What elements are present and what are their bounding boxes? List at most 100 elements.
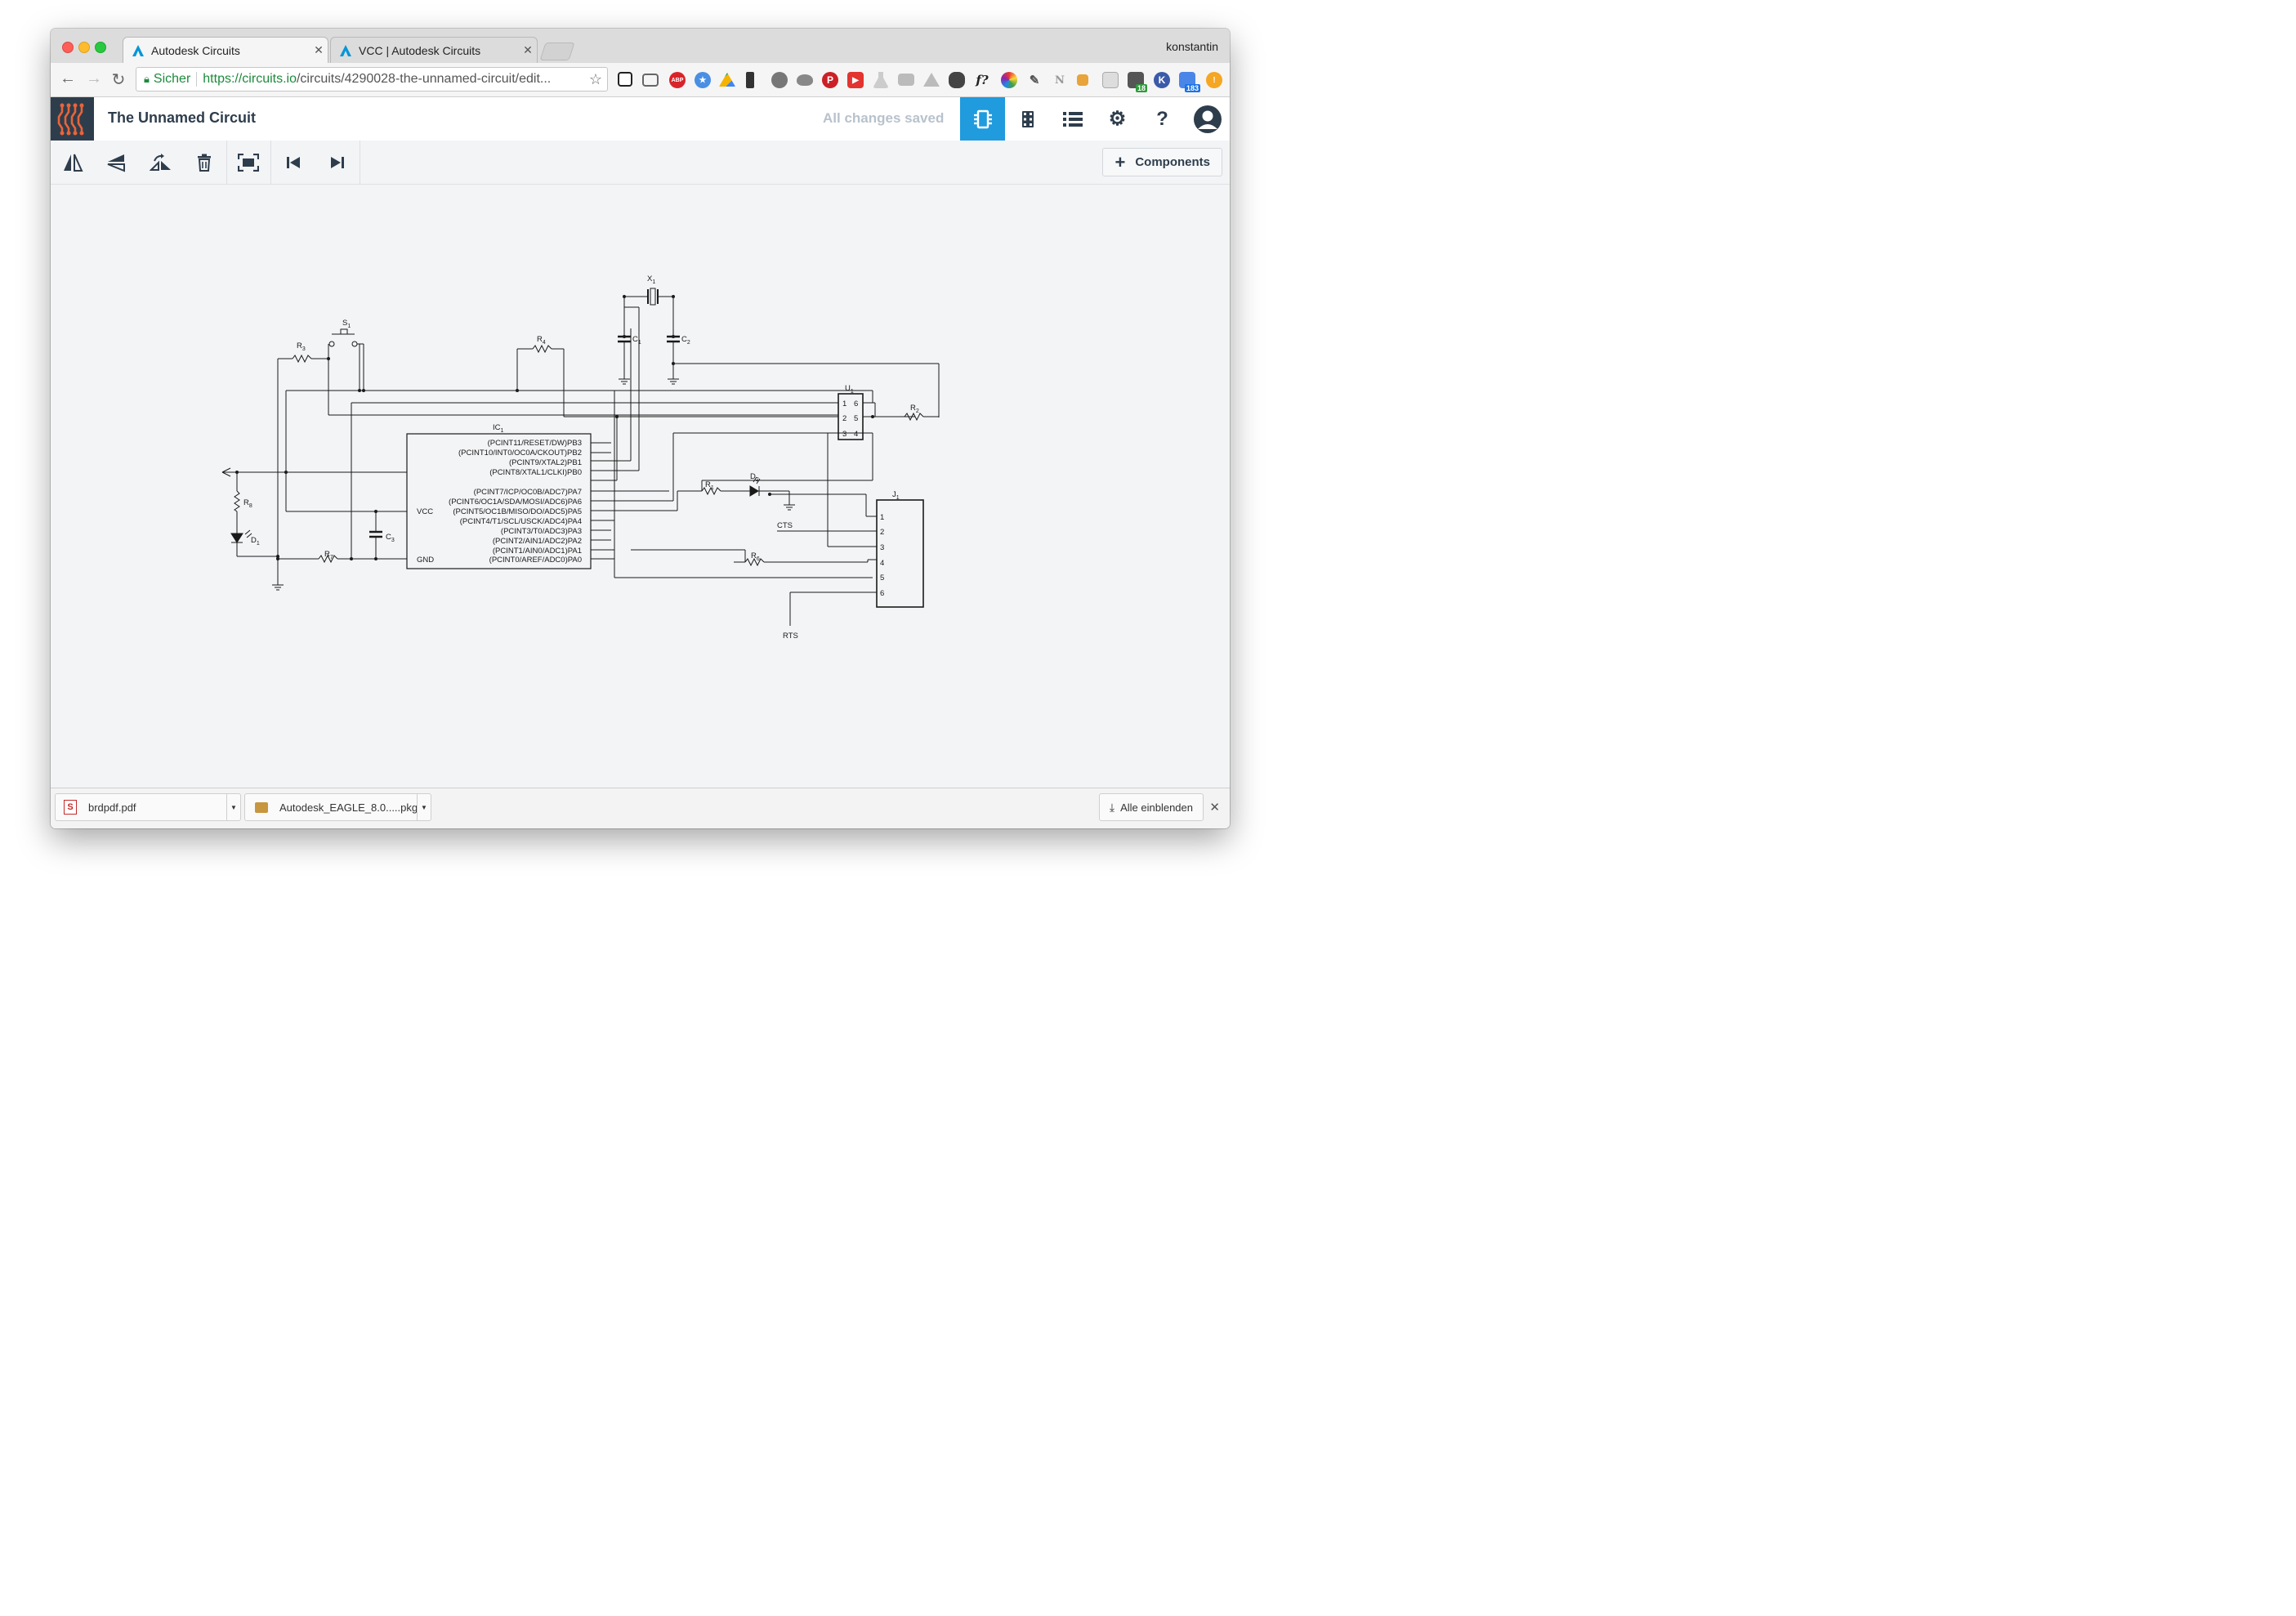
qr-code-extension-icon[interactable] — [618, 72, 632, 87]
warning-extension-icon[interactable]: ! — [1206, 72, 1222, 88]
download-item[interactable]: S brdpdf.pdf ▼ — [55, 793, 241, 821]
resistor-r8[interactable] — [234, 490, 240, 512]
settings-button[interactable]: ⚙ — [1095, 97, 1140, 141]
mail-extension-icon[interactable]: 18 — [1128, 72, 1147, 92]
download-menu-caret-icon[interactable]: ▼ — [417, 794, 431, 820]
fit-to-screen-button[interactable] — [227, 141, 270, 184]
adblock-extension-icon[interactable]: ABP — [669, 72, 686, 88]
color-wheel-extension-icon[interactable] — [1001, 72, 1017, 88]
resistor-r2[interactable] — [904, 412, 924, 422]
new-tab-button[interactable] — [539, 42, 575, 60]
u1-label: U1 — [845, 384, 854, 395]
browser-toolbar: ← → ↻ 🔒︎ Sicher https://circuits.io/circ… — [51, 63, 1230, 97]
resistor-r6[interactable] — [744, 557, 765, 567]
crystal-x1[interactable] — [650, 288, 656, 306]
schematic-canvas[interactable]: (PCINT11/RESET/DW)PB3 (PCINT10/INT0/OC0A… — [51, 185, 1230, 788]
pinterest-extension-icon[interactable]: P — [822, 72, 838, 88]
phone-extension-icon[interactable] — [746, 72, 754, 88]
flask-extension-icon[interactable] — [873, 72, 889, 88]
d1-label: D1 — [251, 536, 260, 547]
image-extension-icon[interactable] — [898, 74, 914, 86]
eyedropper-extension-icon[interactable]: ✎ — [1029, 74, 1040, 87]
download-menu-caret-icon[interactable]: ▼ — [226, 794, 240, 820]
bookmark-extension-icon[interactable] — [1102, 72, 1119, 88]
schematic-view-button[interactable] — [960, 97, 1005, 141]
drive-gray-extension-icon[interactable] — [923, 73, 940, 87]
components-label: Components — [1135, 155, 1210, 169]
close-tab-icon[interactable]: ✕ — [314, 43, 324, 56]
r1-label: R1 — [705, 480, 714, 491]
function-extension-icon[interactable]: f? — [976, 73, 989, 87]
rts-label: RTS — [783, 632, 798, 641]
address-bar[interactable]: 🔒︎ Sicher https://circuits.io/circuits/4… — [136, 67, 608, 92]
media-extension-icon[interactable]: ▶ — [847, 72, 864, 88]
star-extension-icon[interactable]: ★ — [695, 72, 711, 88]
download-icon: ⤓ — [1109, 800, 1115, 814]
profile-name[interactable]: konstantin — [1166, 40, 1218, 53]
notion-extension-icon[interactable]: N — [1055, 74, 1065, 87]
bookmark-star-icon[interactable]: ☆ — [588, 70, 602, 87]
u1-pin-2: 2 — [842, 414, 846, 423]
minimize-window-button[interactable] — [78, 42, 90, 53]
rotate-button[interactable] — [140, 141, 182, 184]
circuits-logo-icon — [57, 103, 84, 136]
j1-label: J1 — [892, 490, 900, 501]
tab-vcc[interactable]: VCC | Autodesk Circuits ✕ — [330, 37, 538, 63]
u1-pin-6: 6 — [854, 400, 858, 408]
ground-symbol — [272, 584, 284, 591]
cast-extension-icon[interactable] — [642, 74, 659, 87]
evernote-extension-icon[interactable] — [949, 72, 965, 88]
led-d2[interactable] — [749, 485, 759, 497]
close-download-bar-icon[interactable]: ✕ — [1209, 801, 1220, 815]
browser-window: Autodesk Circuits ✕ VCC | Autodesk Circu… — [51, 29, 1230, 828]
component-list-button[interactable] — [1050, 97, 1095, 141]
ic1-pin-pb2: (PCINT10/INT0/OC0A/CKOUT)PB2 — [458, 449, 582, 458]
circuit-title[interactable]: The Unnamed Circuit — [108, 109, 257, 126]
resistor-r4[interactable] — [532, 344, 552, 354]
components-button[interactable]: + Components — [1102, 148, 1222, 176]
flip-horizontal-button[interactable] — [51, 141, 94, 184]
delete-button[interactable] — [183, 141, 226, 184]
resistor-r3[interactable] — [292, 354, 312, 364]
resistor-r1[interactable] — [701, 486, 721, 496]
pcb-chip-icon — [1021, 110, 1034, 127]
k-extension-icon[interactable]: K — [1154, 72, 1170, 88]
schematic-drawing[interactable]: (PCINT11/RESET/DW)PB3 (PCINT10/INT0/OC0A… — [51, 185, 1230, 788]
r2-label: R2 — [910, 404, 919, 414]
cts-label: CTS — [777, 521, 793, 530]
drive-extension-icon[interactable] — [719, 73, 735, 87]
close-tab-icon[interactable]: ✕ — [523, 43, 533, 56]
ic1-pin-pa6: (PCINT6/OC1A/SDA/MOSI/ADC6)PA6 — [449, 498, 582, 507]
flip-vertical-button[interactable] — [96, 141, 138, 184]
back-arrow-icon[interactable]: ← — [60, 69, 76, 87]
undo-button[interactable] — [272, 141, 315, 184]
resistor-r7[interactable] — [318, 554, 338, 564]
ic1-label: IC1 — [493, 423, 504, 434]
url-path: /circuits/4290028-the-unnamed-circuit/ed… — [296, 72, 552, 86]
ic1-pin-pa5: (PCINT5/OC1B/MISO/DO/ADC5)PA5 — [453, 507, 582, 516]
c2-label: C2 — [681, 335, 690, 346]
reload-icon[interactable]: ↻ — [111, 71, 126, 89]
circuits-logo[interactable] — [51, 97, 94, 141]
pcb-view-button[interactable] — [1005, 97, 1050, 141]
led-d1[interactable] — [230, 533, 243, 543]
redo-button[interactable] — [316, 141, 359, 184]
calendar-extension-icon[interactable]: 183 — [1179, 72, 1200, 92]
help-button[interactable]: ? — [1140, 97, 1185, 141]
ruler-extension-icon[interactable] — [1077, 74, 1088, 86]
film-extension-icon[interactable] — [771, 72, 788, 88]
tab-autodesk-circuits[interactable]: Autodesk Circuits ✕ — [123, 37, 328, 63]
j1-pin-1: 1 — [880, 513, 884, 522]
cloud-extension-icon[interactable] — [797, 74, 813, 86]
download-item[interactable]: Autodesk_EAGLE_8.0.....pkg ▼ — [244, 793, 431, 821]
connector-j1[interactable] — [876, 499, 924, 608]
avatar-icon — [1193, 105, 1222, 133]
app-header: The Unnamed Circuit All changes saved ⚙ … — [51, 97, 1230, 141]
output-arrow-icon — [221, 467, 231, 477]
user-avatar-button[interactable] — [1185, 97, 1230, 141]
show-all-downloads-button[interactable]: ⤓ Alle einblenden — [1098, 793, 1204, 821]
r6-label: R6 — [751, 551, 760, 562]
zoom-window-button[interactable] — [95, 42, 106, 53]
close-window-button[interactable] — [62, 42, 74, 53]
forward-arrow-icon[interactable]: → — [86, 69, 102, 87]
